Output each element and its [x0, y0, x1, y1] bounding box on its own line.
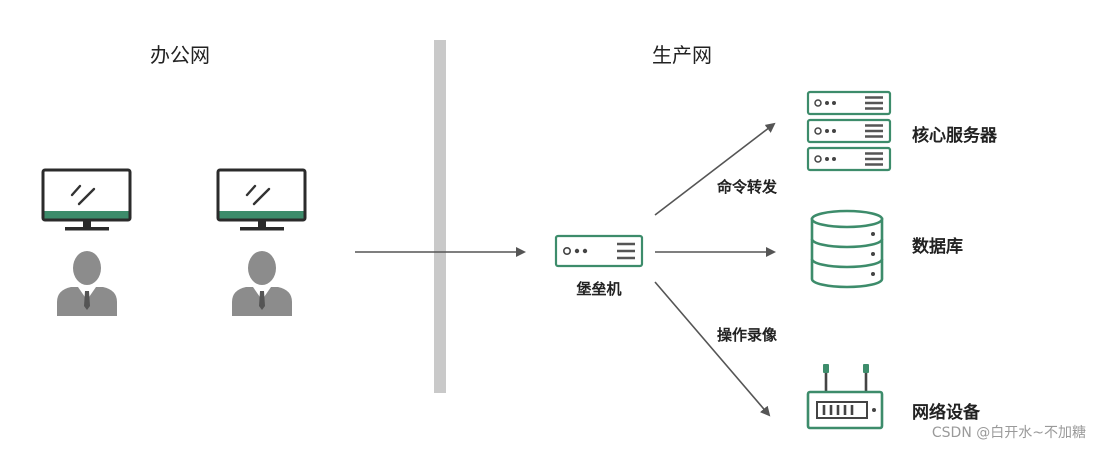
database-icon: [810, 209, 884, 289]
server-rack-icon: [806, 90, 892, 172]
bastion-host-label: 堡垒机: [576, 280, 621, 298]
monitor-icon: [41, 168, 132, 231]
core-servers-label: 核心服务器: [912, 125, 998, 146]
arrow-bastion-to-servers: [654, 122, 776, 216]
bastion-host-icon: [554, 234, 644, 268]
network-divider: [434, 40, 446, 393]
command-forwarding-label: 命令转发: [716, 178, 778, 196]
server-unit-2: [806, 118, 892, 144]
database-label: 数据库: [912, 236, 963, 257]
user-icon: [232, 251, 292, 316]
office-workstation-2: [216, 168, 307, 316]
monitor-icon: [216, 168, 307, 231]
arrow-bastion-to-network-devices: [654, 281, 771, 417]
server-unit-3: [806, 146, 892, 172]
operation-recording-label: 操作录像: [717, 326, 778, 344]
server-unit-1: [806, 90, 892, 116]
network-devices-label: 网络设备: [912, 402, 981, 423]
office-zone-label: 办公网: [150, 43, 210, 67]
production-zone-label: 生产网: [652, 43, 712, 67]
office-workstation-1: [41, 168, 132, 316]
watermark: CSDN @白开水~不加糖: [932, 425, 1086, 441]
user-icon: [57, 251, 117, 316]
router-icon: [806, 364, 884, 430]
